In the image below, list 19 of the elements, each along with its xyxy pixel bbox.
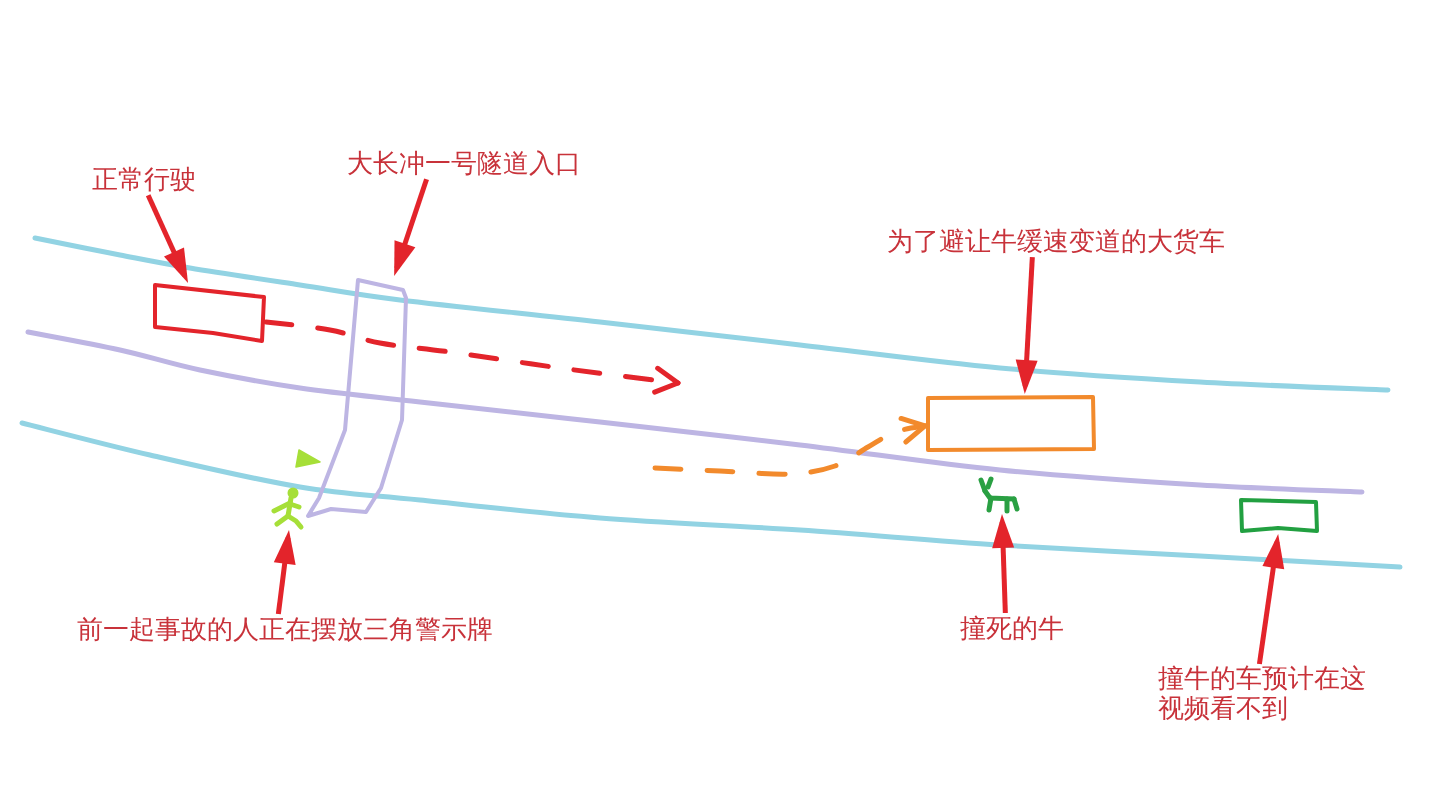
leader-arrow — [1015, 257, 1038, 394]
callout-text: 撞牛的车预计在这视频看不到 — [1158, 664, 1374, 724]
cow-figure — [976, 476, 1022, 514]
callout-text: 为了避让牛缓速变道的大货车 — [887, 226, 1225, 258]
car-box — [1238, 497, 1320, 534]
callout-text: 正常行驶 — [92, 164, 196, 196]
tunnel-entrance-outline — [303, 276, 409, 520]
leader-arrow — [145, 194, 189, 283]
leader-arrow — [394, 178, 429, 276]
dashed-arrow — [263, 319, 681, 395]
dashed-arrow — [652, 415, 928, 477]
leader-arrow — [992, 514, 1015, 614]
leader-arrow — [273, 530, 296, 615]
truck-box — [925, 394, 1097, 452]
car-box — [153, 283, 266, 343]
leader-arrow — [1256, 534, 1285, 665]
callout-text: 大长冲一号隧道入口 — [347, 148, 581, 180]
callout-text: 撞死的牛 — [960, 613, 1064, 645]
callout-text: 前一起事故的人正在摆放三角警示牌 — [77, 614, 493, 646]
